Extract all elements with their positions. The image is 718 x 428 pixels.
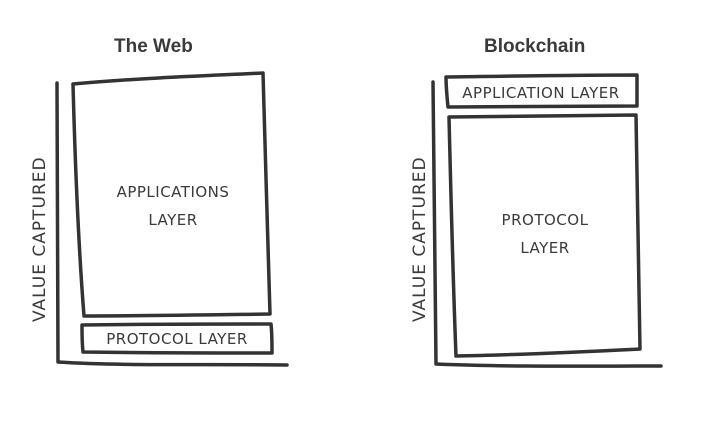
web-applications-line1: APPLICATIONS — [116, 183, 230, 201]
web-applications-label: APPLICATIONS LAYER — [75, 178, 271, 234]
blockchain-axis — [431, 80, 663, 368]
web-protocol-box — [80, 322, 274, 355]
web-axis — [55, 81, 289, 367]
blockchain-application-box — [444, 73, 639, 109]
blockchain-protocol-box — [447, 113, 642, 358]
blockchain-protocol-line2: LAYER — [520, 239, 570, 257]
web-title: The Web — [114, 36, 193, 57]
web-applications-box — [71, 71, 272, 318]
blockchain-protocol-line1: PROTOCOL — [501, 211, 589, 229]
blockchain-protocol-label: PROTOCOL LAYER — [449, 206, 641, 262]
blockchain-sketch — [431, 73, 663, 368]
web-applications-line2: LAYER — [148, 211, 198, 229]
web-sketch — [55, 71, 289, 367]
blockchain-diagram: Blockchain VALUE CAPTURED APPLICATION LA… — [359, 0, 718, 428]
blockchain-application-label: APPLICATION LAYER — [462, 84, 620, 102]
blockchain-title: Blockchain — [484, 36, 586, 57]
web-protocol-label: PROTOCOL LAYER — [106, 330, 248, 348]
web-diagram: The Web VALUE CAPTURED APPLICATIONS LAYE… — [30, 36, 289, 367]
